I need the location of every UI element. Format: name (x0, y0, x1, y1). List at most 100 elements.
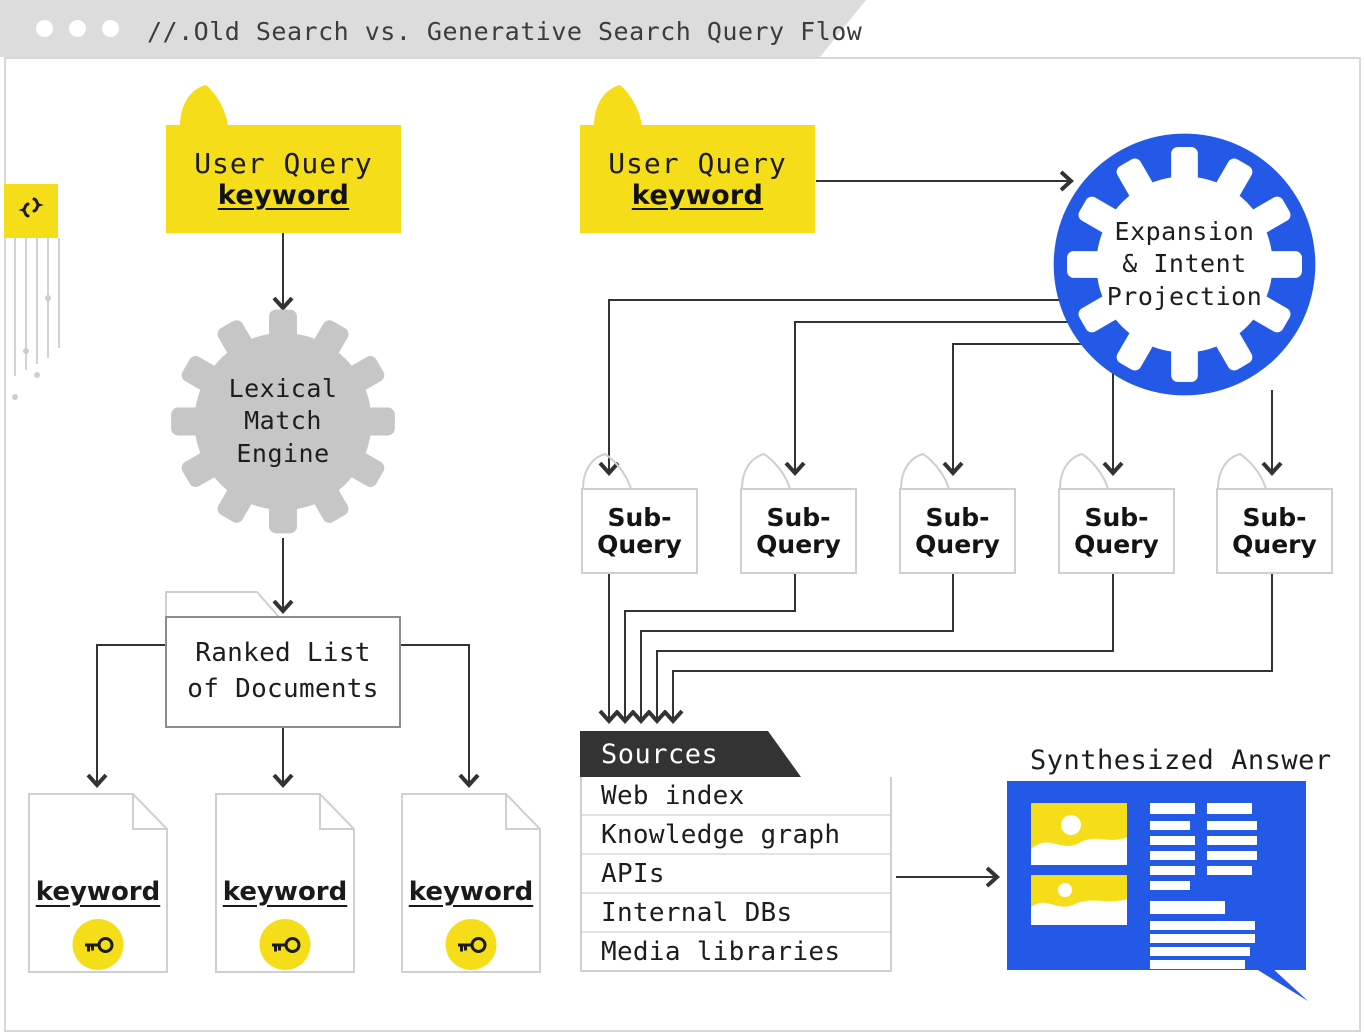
sources-header: Sources (580, 731, 801, 777)
expansion-line-3: Projection (1106, 281, 1263, 311)
answer-text-line (1150, 803, 1195, 814)
right-user-query-title: User Query (608, 146, 787, 180)
key-icon (72, 919, 124, 970)
sub-query-line-2: Query (1074, 530, 1159, 559)
sub-query-body: Sub- Query (740, 488, 857, 574)
lexical-match-engine-node[interactable]: Lexical Match Engine (163, 305, 403, 538)
flag-tab-icon (594, 85, 642, 126)
window-titlebar: //.Old Search vs. Generative Search Quer… (0, 0, 866, 57)
left-user-query-body: User Query keyword (166, 125, 401, 233)
document-keyword: keyword (35, 877, 161, 907)
source-item[interactable]: Web index (601, 780, 745, 811)
ranked-line-1: Ranked List (195, 638, 371, 669)
answer-text-line (1150, 947, 1250, 956)
answer-text-line (1207, 836, 1257, 845)
flag-tab-icon (900, 453, 950, 489)
left-user-query-keyword: keyword (217, 180, 350, 212)
answer-thumbnail (1031, 803, 1127, 865)
sub-query-line-1: Sub- (766, 502, 831, 532)
right-user-query-body: User Query keyword (580, 125, 815, 233)
source-item[interactable]: APIs (582, 853, 890, 892)
sub-query-body: Sub- Query (1216, 488, 1333, 574)
flag-tab-icon (582, 453, 632, 489)
source-item[interactable]: Media libraries (582, 931, 890, 970)
sources-panel[interactable]: Sources Web index Knowledge graph APIs I… (580, 731, 892, 972)
sub-query-node[interactable]: Sub- Query (1216, 453, 1333, 574)
expansion-intent-node[interactable]: Expansion & Intent Projection (1051, 131, 1318, 398)
sources-header-label: Sources (601, 739, 719, 770)
decoration-group (4, 184, 60, 400)
lexical-match-engine-label: Lexical Match Engine (163, 305, 403, 538)
sub-query-line-1: Sub- (1242, 502, 1307, 532)
engine-line-1: Lexical (228, 373, 338, 403)
answer-text-line (1207, 821, 1257, 830)
sub-query-line-2: Query (1232, 530, 1317, 559)
document-icon (215, 793, 355, 973)
sub-query-body: Sub- Query (1058, 488, 1175, 574)
document-keyword: keyword (222, 877, 348, 907)
minimize-icon[interactable] (69, 20, 86, 37)
right-user-query-node[interactable]: User Query keyword (580, 85, 815, 233)
sub-query-line-2: Query (597, 530, 682, 559)
answer-text-line (1150, 901, 1225, 914)
source-item[interactable]: Knowledge graph (582, 814, 890, 853)
flag-tab-icon (1059, 453, 1109, 489)
answer-text-line (1150, 866, 1195, 875)
document-card[interactable]: keyword (215, 793, 355, 973)
answer-thumbnail (1031, 875, 1127, 925)
flag-tab-icon (180, 85, 228, 126)
window-title: //.Old Search vs. Generative Search Quer… (147, 17, 863, 46)
gear-icon (1053, 133, 1316, 396)
titlebar-background (0, 0, 866, 57)
answer-text-line (1207, 866, 1252, 875)
folder-shape-icon (165, 591, 401, 728)
sources-list: Web index Knowledge graph APIs Internal … (580, 777, 892, 972)
sub-query-line-2: Query (915, 530, 1000, 559)
source-item[interactable]: Internal DBs (582, 892, 890, 931)
maximize-icon[interactable] (102, 20, 119, 37)
right-user-query-keyword: keyword (631, 180, 764, 212)
sub-query-line-1: Sub- (925, 502, 990, 532)
expansion-line-1: Expansion (1114, 216, 1255, 246)
window-controls[interactable] (36, 20, 119, 37)
left-user-query-title: User Query (194, 146, 373, 180)
synthesized-answer-label: Synthesized Answer (1030, 745, 1332, 776)
answer-text-line (1150, 934, 1255, 943)
sub-query-body: Sub- Query (899, 488, 1016, 574)
synthesized-answer-node[interactable] (1007, 781, 1308, 1001)
left-user-query-node[interactable]: User Query keyword (166, 85, 401, 233)
flag-tab-icon (741, 453, 791, 489)
answer-text-line (1150, 821, 1190, 830)
sub-query-line-1: Sub- (1084, 502, 1149, 532)
document-keyword: keyword (408, 877, 534, 907)
expansion-line-2: & Intent (1122, 249, 1247, 279)
engine-line-3: Engine (236, 438, 330, 468)
ranked-list-node[interactable]: Ranked List of Documents (165, 591, 401, 728)
ranked-line-2: of Documents (187, 673, 379, 704)
answer-text-line (1207, 803, 1252, 814)
sub-query-node[interactable]: Sub- Query (899, 453, 1016, 574)
answer-text-line (1150, 881, 1190, 890)
document-card[interactable]: keyword (28, 793, 168, 973)
flag-tab-icon (1217, 453, 1267, 489)
engine-line-2: Match (244, 406, 322, 436)
sub-query-node[interactable]: Sub- Query (581, 453, 698, 574)
answer-text-line (1150, 921, 1255, 930)
sub-query-body: Sub- Query (581, 488, 698, 574)
sub-query-line-1: Sub- (607, 502, 672, 532)
sub-query-node[interactable]: Sub- Query (1058, 453, 1175, 574)
ranked-list-label: Ranked List of Documents (165, 591, 401, 728)
key-icon (445, 919, 497, 970)
expansion-intent-label: Expansion & Intent Projection (1051, 131, 1318, 398)
sub-query-node[interactable]: Sub- Query (740, 453, 857, 574)
answer-text-line (1150, 960, 1245, 969)
close-icon[interactable] (36, 20, 53, 37)
sub-query-line-2: Query (756, 530, 841, 559)
bubble-tail-icon (1253, 967, 1308, 1001)
gear-icon (171, 309, 395, 534)
document-card[interactable]: keyword (401, 793, 541, 973)
answer-text-line (1207, 851, 1257, 860)
document-icon (401, 793, 541, 973)
document-icon (28, 793, 168, 973)
answer-text-line (1150, 836, 1195, 845)
